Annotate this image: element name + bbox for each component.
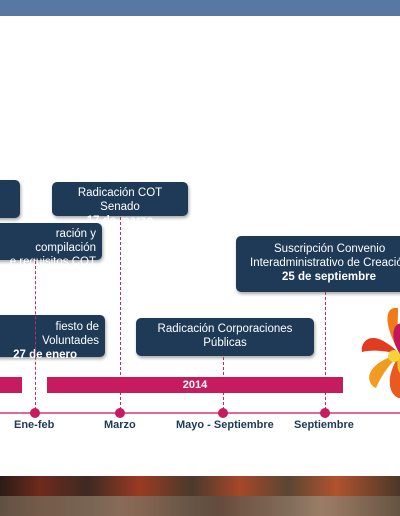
year-bar-2014: 2014 [47,377,343,393]
year-bar-label: 2014 [182,379,208,391]
box-manifiesto-voluntades: fiesto de Voluntades 27 de enero [0,315,105,361]
timeline-dot-marzo [115,408,125,418]
connector-voluntades [35,261,36,410]
box-radicacion-corporaciones: Radicación Corporaciones Públicas [136,318,314,356]
box-convenio-line2: Interadministrativo de Creación [250,257,400,269]
partial-box-left [0,180,20,218]
box-convenio-line1: Suscripción Convenio [274,243,386,255]
bottom-rocks-strip [0,496,400,516]
timeline-dot-ene-feb [30,408,40,418]
box-convenio-date: 25 de septiembre [282,271,376,283]
box-suscripcion-convenio: Suscripción Convenio Interadministrativo… [236,236,400,292]
box-compilacion-line2: e requisitos COT [9,256,96,268]
box-compilacion-requisitos: ración y compilación e requisitos COT [0,223,102,268]
top-bar [0,0,400,16]
box-senado-date: 17 de marzo [86,215,154,227]
timeline-slide: Radicación COT Senado 17 de marzo ración… [0,16,400,476]
box-corporaciones-line1: Radicación Corporaciones [157,323,293,335]
timeline-dot-mayo-septiembre [218,408,228,418]
connector-convenio [325,292,326,410]
box-corporaciones-line2: Públicas [203,337,247,349]
tick-label-septiembre: Septiembre [294,419,354,431]
box-voluntades-date: 27 de enero [13,349,77,361]
tick-label-mayo-septiembre: Mayo - Septiembre [176,419,274,431]
box-senado-title: Radicación COT Senado [77,187,163,213]
box-voluntades-title: fiesto de Voluntades [42,321,99,347]
connector-senado [120,217,121,410]
flower-logo-icon [361,308,400,399]
box-radicacion-cot-senado: Radicación COT Senado 17 de marzo [52,182,188,227]
year-bar-2013 [0,377,22,393]
timeline-axis [0,412,400,414]
tick-label-marzo: Marzo [104,419,136,431]
box-compilacion-line1: ración y compilación [35,228,96,254]
tick-label-ene-feb: Ene-feb [14,419,55,431]
timeline-dot-septiembre [320,408,330,418]
